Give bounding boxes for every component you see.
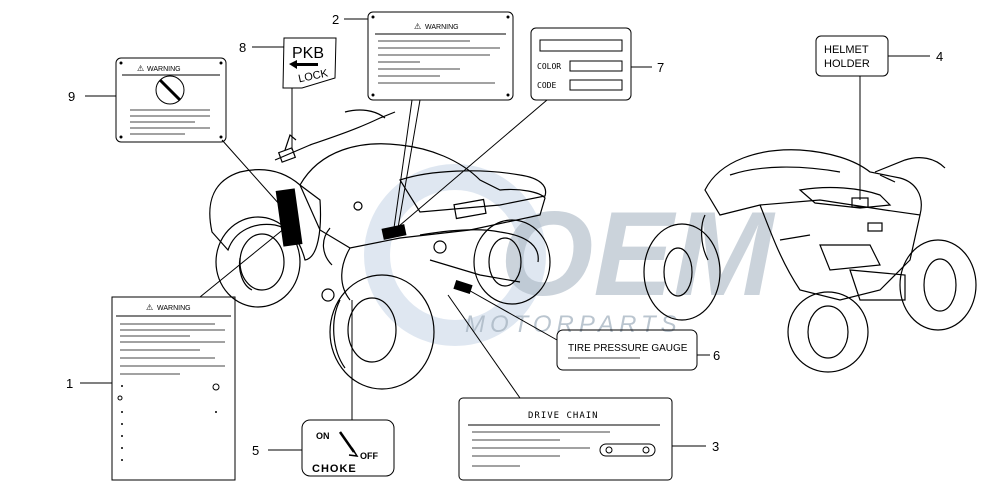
watermark-ring: [364, 164, 546, 346]
label-9-warning-icon: ⚠: [137, 64, 144, 73]
choke-arrow-icon: [348, 447, 359, 457]
callout-5: 5: [252, 443, 259, 458]
label-8-lock: LOCK: [297, 67, 329, 85]
label-7-code: CODE: [537, 81, 556, 90]
label-8-pkb-lock: PKB LOCK: [282, 37, 337, 89]
label-1-warning-sheet: ⚠ WARNING: [111, 296, 236, 481]
label-8-pkb: PKB: [292, 45, 324, 62]
label-9-title: WARNING: [147, 66, 181, 73]
label-4-helmet-holder: HELMET HOLDER: [815, 35, 889, 77]
label-7-color-code: COLOR CODE: [530, 27, 632, 101]
callout-numbers: 9 8 2 7 4 1 5 6 3: [66, 12, 943, 458]
watermark: OEM MOTORPARTS: [364, 164, 776, 346]
label-2-warning-icon: ⚠: [414, 22, 421, 31]
label-5-on: ON: [316, 431, 330, 441]
label-7-color: COLOR: [537, 62, 561, 71]
label-3-drive-chain: DRIVE CHAIN: [458, 397, 673, 481]
label-4-holder: HOLDER: [824, 58, 870, 70]
callout-9: 9: [68, 89, 75, 104]
label-9-warning-prohibition: WARNING ⚠: [115, 57, 227, 143]
callout-6: 6: [713, 348, 720, 363]
label-5-choke: ON OFF CHOKE: [301, 419, 395, 477]
label-3-title: DRIVE CHAIN: [528, 411, 599, 421]
label-5-choke-text: CHOKE: [312, 463, 357, 475]
label-6-tire-pressure-gauge: TIRE PRESSURE GAUGE: [556, 329, 698, 371]
label-1-warning-icon: ⚠: [146, 303, 153, 312]
arrow-left-icon: [289, 60, 318, 69]
callout-2: 2: [332, 12, 339, 27]
label-5-off: OFF: [360, 451, 378, 461]
label-2-warning: ⚠ WARNING: [367, 11, 514, 101]
callout-3: 3: [712, 439, 719, 454]
callout-1: 1: [66, 376, 73, 391]
label-6-text: TIRE PRESSURE GAUGE: [568, 343, 688, 354]
callout-8: 8: [239, 40, 246, 55]
label-2-title: WARNING: [425, 24, 459, 31]
label-1-title: WARNING: [157, 305, 191, 312]
label-4-helmet: HELMET: [824, 44, 869, 56]
leader-lines: [80, 18, 930, 451]
watermark-brand: OEM: [500, 187, 776, 321]
atv-front-illustration: [209, 109, 551, 390]
callout-7: 7: [657, 60, 664, 75]
callout-4: 4: [936, 49, 943, 64]
watermark-sub: MOTORPARTS: [465, 311, 682, 338]
